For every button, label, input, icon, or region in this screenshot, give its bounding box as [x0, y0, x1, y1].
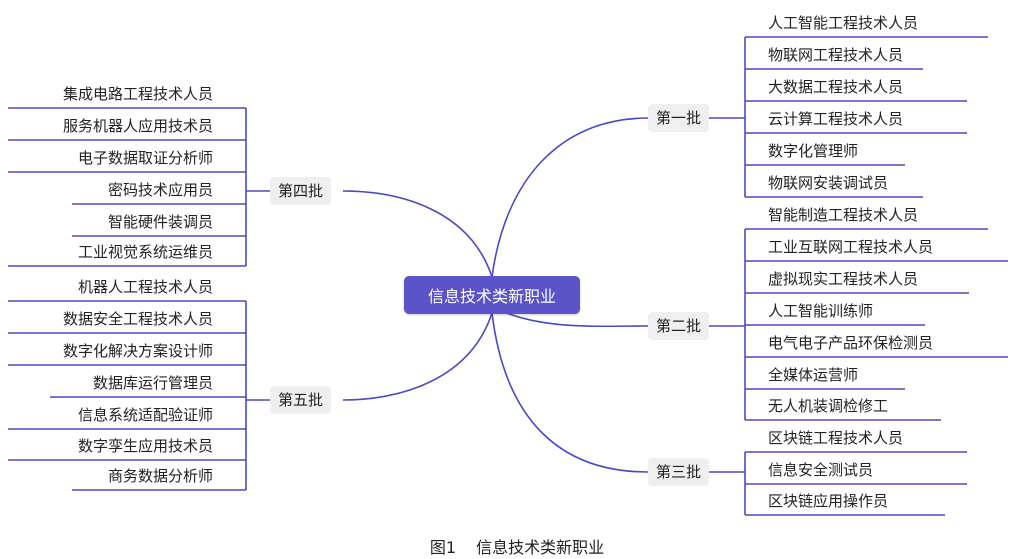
leaf-topic[interactable]: 数字化解决方案设计师 — [62, 342, 213, 360]
leaf-topic[interactable]: 电气电子产品环保检测员 — [768, 334, 934, 352]
leaf-topic[interactable]: 人工智能工程技术人员 — [768, 14, 919, 32]
leaf-topic[interactable]: 数据安全工程技术人员 — [62, 310, 213, 328]
leaf-topic[interactable]: 数字化管理师 — [768, 142, 859, 160]
branch-batch-1[interactable]: 第一批 — [648, 104, 710, 132]
figure-number: 图1 — [429, 538, 457, 557]
leaf-topic[interactable]: 全媒体运营师 — [768, 366, 859, 384]
leaf-topic[interactable]: 数据库运行管理员 — [92, 374, 213, 392]
figure-caption: 图1 信息技术类新职业 — [0, 534, 1034, 558]
connector-center-batch-1 — [491, 117, 649, 278]
leaf-topic[interactable]: 工业视觉系统运维员 — [77, 243, 213, 261]
leaf-topic[interactable]: 大数据工程技术人员 — [768, 78, 904, 96]
leaf-topic[interactable]: 智能硬件装调员 — [107, 213, 213, 231]
branch-batch-2[interactable]: 第二批 — [648, 312, 710, 340]
connector-center-batch-4 — [342, 190, 493, 278]
central-topic[interactable]: 信息技术类新职业 — [404, 276, 580, 314]
branch-batch-4[interactable]: 第四批 — [270, 177, 332, 205]
leaf-topic[interactable]: 服务机器人应用技术员 — [62, 117, 213, 135]
leaf-topic[interactable]: 集成电路工程技术人员 — [62, 85, 213, 103]
branch-batch-5[interactable]: 第五批 — [270, 386, 332, 414]
connector-center-batch-3 — [491, 312, 649, 473]
figure-title: 信息技术类新职业 — [476, 538, 605, 557]
leaf-topic[interactable]: 区块链工程技术人员 — [768, 429, 904, 447]
leaf-topic[interactable]: 密码技术应用员 — [107, 181, 213, 199]
leaf-topic[interactable]: 商务数据分析师 — [107, 467, 213, 485]
leaf-topic[interactable]: 工业互联网工程技术人员 — [768, 238, 934, 256]
leaf-topic[interactable]: 云计算工程技术人员 — [768, 110, 904, 128]
leaf-topic[interactable]: 物联网安装调试员 — [768, 174, 889, 192]
leaf-topic[interactable]: 人工智能训练师 — [768, 302, 874, 320]
connector-center-batch-5 — [342, 312, 493, 401]
leaf-topic[interactable]: 机器人工程技术人员 — [77, 278, 213, 296]
leaf-topic[interactable]: 数字孪生应用技术员 — [77, 437, 213, 455]
leaf-topic[interactable]: 虚拟现实工程技术人员 — [768, 270, 919, 288]
branch-batch-3[interactable]: 第三批 — [648, 458, 710, 486]
leaf-topic[interactable]: 信息安全测试员 — [768, 461, 874, 479]
leaf-topic[interactable]: 电子数据取证分析师 — [77, 149, 213, 167]
leaf-topic[interactable]: 物联网工程技术人员 — [768, 46, 904, 64]
leaf-topic[interactable]: 区块链应用操作员 — [768, 492, 889, 510]
leaf-topic[interactable]: 无人机装调检修工 — [768, 397, 889, 415]
leaf-topic[interactable]: 信息系统适配验证师 — [77, 406, 213, 424]
leaf-topic[interactable]: 智能制造工程技术人员 — [768, 206, 919, 224]
